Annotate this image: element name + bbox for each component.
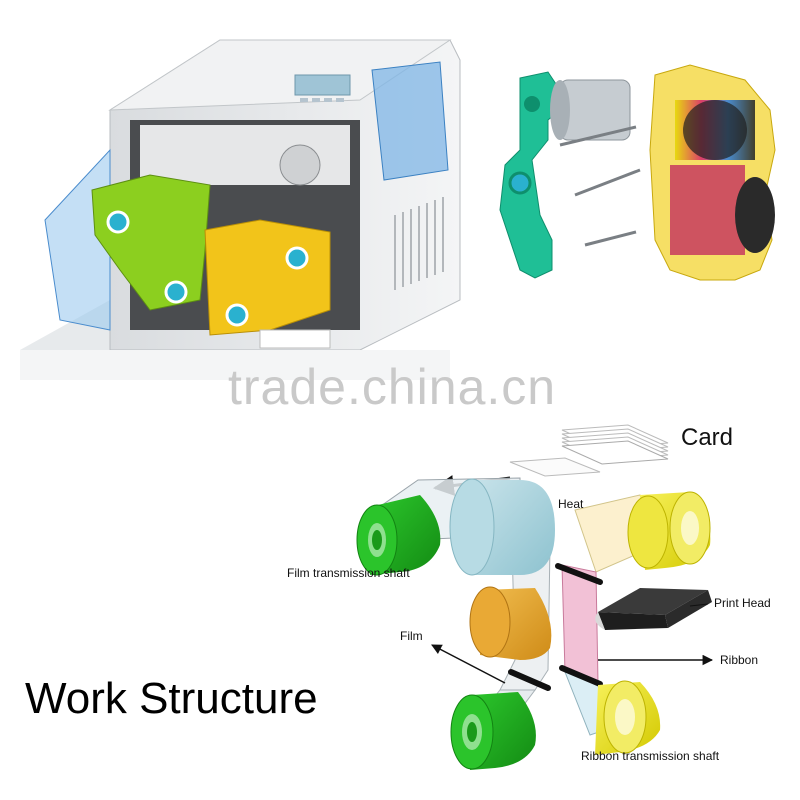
film-shaft-label: Film transmission shaft — [287, 566, 410, 580]
printer-photo — [20, 39, 461, 351]
orange-roller — [469, 586, 552, 660]
ribbon-label: Ribbon — [720, 653, 759, 667]
watermark: trade.china.cn — [228, 359, 557, 415]
card-stack-icon — [509, 424, 669, 477]
card-label: Card — [681, 424, 734, 451]
product-photos — [20, 39, 776, 380]
ribbon-roller-top — [627, 491, 711, 570]
print-head-label: Print Head — [714, 596, 771, 610]
print-head — [595, 588, 712, 630]
film-label: Film — [400, 629, 423, 643]
heat-roller — [449, 478, 555, 576]
film-arrow — [431, 644, 506, 684]
ribbon-shaft-label: Ribbon transmission shaft — [581, 749, 720, 763]
film-shaft-roller-top — [356, 495, 441, 576]
ribbon-cartridge-photo — [499, 64, 776, 281]
heat-label: Heat — [558, 497, 584, 511]
film-shaft-roller-bottom — [450, 692, 536, 770]
ribbon-roller-bottom — [595, 680, 661, 755]
page-title: Work Structure — [25, 674, 318, 723]
